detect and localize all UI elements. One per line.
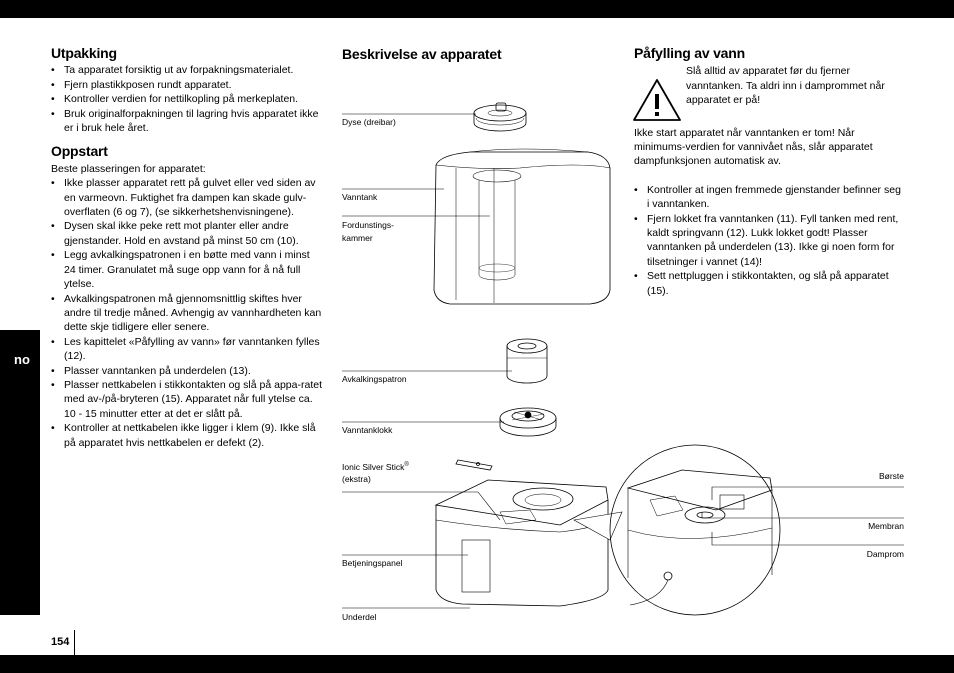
label-panel: Betjeningspanel bbox=[342, 558, 403, 568]
label-tank: Vanntank bbox=[342, 192, 378, 202]
label-nozzle: Dyse (dreibar) bbox=[342, 117, 396, 127]
nozzle-illustration bbox=[473, 102, 527, 132]
tank-cap-illustration bbox=[499, 407, 557, 437]
left-column: Utpakking Ta apparatet forsiktig ut av f… bbox=[51, 46, 323, 450]
registered-mark: ® bbox=[404, 462, 409, 468]
warning-text: Slå alltid av apparatet før du fjerner v… bbox=[686, 65, 885, 107]
base-unit-illustration bbox=[434, 479, 623, 607]
label-base: Underdel bbox=[342, 612, 377, 622]
page-number-divider bbox=[74, 630, 75, 655]
list-item: Kontroller at ingen fremmede gjenstander… bbox=[634, 183, 906, 212]
startup-intro: Beste plasseringen for apparatet: bbox=[51, 162, 206, 175]
warning-icon-slot bbox=[634, 64, 680, 104]
label-cartridge: Avkalkingspatron bbox=[342, 374, 407, 384]
water-tank-illustration bbox=[433, 148, 611, 305]
list-item: Ikke plasser apparatet rett på gulvet el… bbox=[51, 176, 323, 219]
list-item: Bruk originalforpakningen til lagring hv… bbox=[51, 107, 323, 136]
label-tank-cap: Vanntanklokk bbox=[342, 425, 393, 435]
ionic-stick-illustration bbox=[455, 459, 493, 471]
list-item: Plasser nettkabelen i stikkontakten og s… bbox=[51, 378, 323, 421]
startup-heading: Oppstart bbox=[51, 143, 108, 160]
warning-icon bbox=[633, 79, 681, 121]
page-number: 154 bbox=[51, 636, 70, 648]
label-steam: Damprom bbox=[866, 549, 904, 559]
detail-magnifier bbox=[609, 444, 781, 616]
unpacking-list: Ta apparatet forsiktig ut av forpaknings… bbox=[51, 63, 323, 135]
list-item: Ta apparatet forsiktig ut av forpaknings… bbox=[51, 63, 323, 78]
list-item: Kontroller at nettkabelen ikke ligger i … bbox=[51, 421, 323, 450]
list-item: Fjern lokket fra vanntanken (11). Fyll t… bbox=[634, 212, 906, 270]
startup-list: Ikke plasser apparatet rett på gulvet el… bbox=[51, 176, 323, 450]
filling-note: Ikke start apparatet når vanntanken er t… bbox=[634, 126, 873, 168]
list-item: Sett nettpluggen i stikkontakten, og slå… bbox=[634, 269, 906, 298]
language-tab: no bbox=[0, 330, 40, 615]
label-membrane: Membran bbox=[868, 521, 904, 531]
label-brush: Børste bbox=[878, 471, 904, 481]
list-item: Legg avkalkingspatronen i en bøtte med v… bbox=[51, 248, 323, 291]
label-ionic-stick: Ionic Silver Stick® bbox=[342, 460, 409, 473]
right-column: Påfylling av vann Slå alltid av apparate… bbox=[634, 46, 906, 298]
label-chamber-1: Fordunstings- bbox=[342, 220, 394, 230]
label-chamber-2: kammer bbox=[342, 233, 373, 243]
filling-list: Kontroller at ingen fremmede gjenstander… bbox=[634, 183, 906, 298]
language-tab-label: no bbox=[14, 352, 30, 367]
list-item: Les kapittelet «Påfylling av vann» før v… bbox=[51, 335, 323, 364]
list-item: Plasser vanntanken på underdelen (13). bbox=[51, 364, 323, 379]
bottom-bar bbox=[0, 655, 954, 673]
warning-block: Slå alltid av apparatet før du fjerner v… bbox=[634, 64, 906, 107]
list-item: Kontroller verdien for nettilkopling på … bbox=[51, 92, 323, 107]
label-ionic-extra: (ekstra) bbox=[342, 474, 371, 484]
cartridge-illustration bbox=[506, 338, 548, 384]
list-item: Fjern plastikkposen rundt apparatet. bbox=[51, 78, 323, 93]
top-bar bbox=[0, 0, 954, 18]
label-ionic-text: Ionic Silver Stick bbox=[342, 461, 405, 472]
list-item: Dysen skal ikke peke rett mot planter el… bbox=[51, 219, 323, 248]
description-heading: Beskrivelse av apparatet bbox=[342, 46, 502, 62]
filling-heading: Påfylling av vann bbox=[634, 45, 745, 61]
list-item: Avkalkingspatronen må gjennomsnittlig sk… bbox=[51, 292, 323, 335]
unpacking-heading: Utpakking bbox=[51, 45, 117, 61]
